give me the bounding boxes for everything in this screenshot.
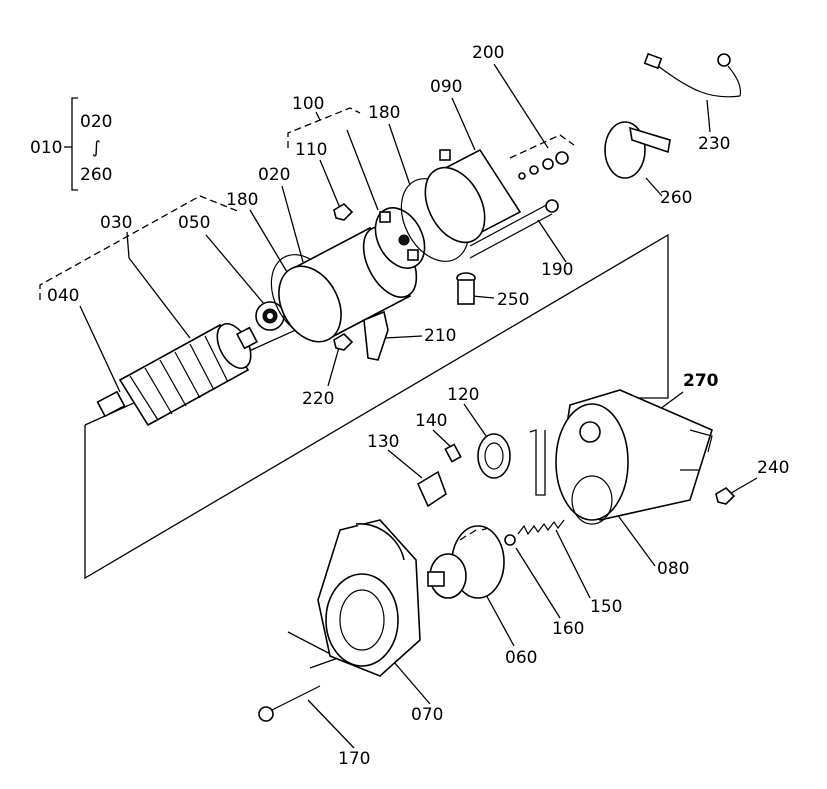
bolt-170 bbox=[258, 685, 321, 722]
spring-150 bbox=[517, 519, 565, 536]
lever-210 bbox=[363, 310, 389, 361]
label-260-range-end: 260 bbox=[80, 165, 112, 185]
band-260 bbox=[604, 121, 671, 179]
clutch-060 bbox=[427, 525, 505, 599]
label-030: 030 bbox=[100, 213, 132, 233]
bracket-200-group bbox=[509, 134, 575, 159]
housing-070 bbox=[317, 519, 421, 677]
label-090: 090 bbox=[430, 77, 462, 97]
nut-240 bbox=[715, 486, 736, 505]
bearing-part bbox=[255, 301, 285, 331]
through-bolts bbox=[469, 199, 559, 259]
brush-holder-part bbox=[374, 207, 426, 269]
label-150: 150 bbox=[590, 597, 622, 617]
label-range-tilde: ∫ bbox=[92, 138, 101, 158]
label-010: 010 bbox=[30, 138, 62, 158]
washers-200 bbox=[518, 151, 569, 180]
label-230: 230 bbox=[698, 134, 730, 154]
pin-140 bbox=[444, 443, 462, 463]
label-220: 220 bbox=[302, 389, 334, 409]
label-040: 040 bbox=[47, 286, 79, 306]
nut-110 bbox=[333, 202, 354, 221]
label-270: 270 bbox=[683, 371, 719, 391]
label-020-range-start: 020 bbox=[80, 112, 112, 132]
label-070: 070 bbox=[411, 705, 443, 725]
label-130: 130 bbox=[367, 432, 399, 452]
bracket-100-group bbox=[287, 107, 361, 148]
bracket-030-group bbox=[39, 195, 241, 300]
label-180-right: 180 bbox=[368, 103, 400, 123]
label-160: 160 bbox=[552, 619, 584, 639]
armature-part bbox=[96, 323, 259, 427]
nut-220 bbox=[333, 332, 354, 351]
cable-230 bbox=[643, 52, 742, 98]
rear-end-frame-part bbox=[424, 148, 522, 244]
label-180-left: 180 bbox=[226, 190, 258, 210]
gear-120 bbox=[477, 433, 511, 479]
label-020: 020 bbox=[258, 165, 290, 185]
label-110: 110 bbox=[295, 140, 327, 160]
label-200: 200 bbox=[472, 43, 504, 63]
ball-160 bbox=[504, 534, 516, 546]
label-250: 250 bbox=[497, 290, 529, 310]
label-060: 060 bbox=[505, 648, 537, 668]
retainer-130 bbox=[416, 470, 447, 508]
screw-250 bbox=[456, 272, 476, 305]
label-140: 140 bbox=[415, 411, 447, 431]
label-050: 050 bbox=[178, 213, 210, 233]
label-100: 100 bbox=[292, 94, 324, 114]
label-170: 170 bbox=[338, 749, 370, 769]
bracket-010-group bbox=[64, 97, 78, 191]
label-210: 210 bbox=[424, 326, 456, 346]
label-120: 120 bbox=[447, 385, 479, 405]
label-260: 260 bbox=[660, 188, 692, 208]
label-240: 240 bbox=[757, 458, 789, 478]
label-190: 190 bbox=[541, 260, 573, 280]
magnetic-switch-part bbox=[555, 389, 713, 525]
label-080: 080 bbox=[657, 559, 689, 579]
